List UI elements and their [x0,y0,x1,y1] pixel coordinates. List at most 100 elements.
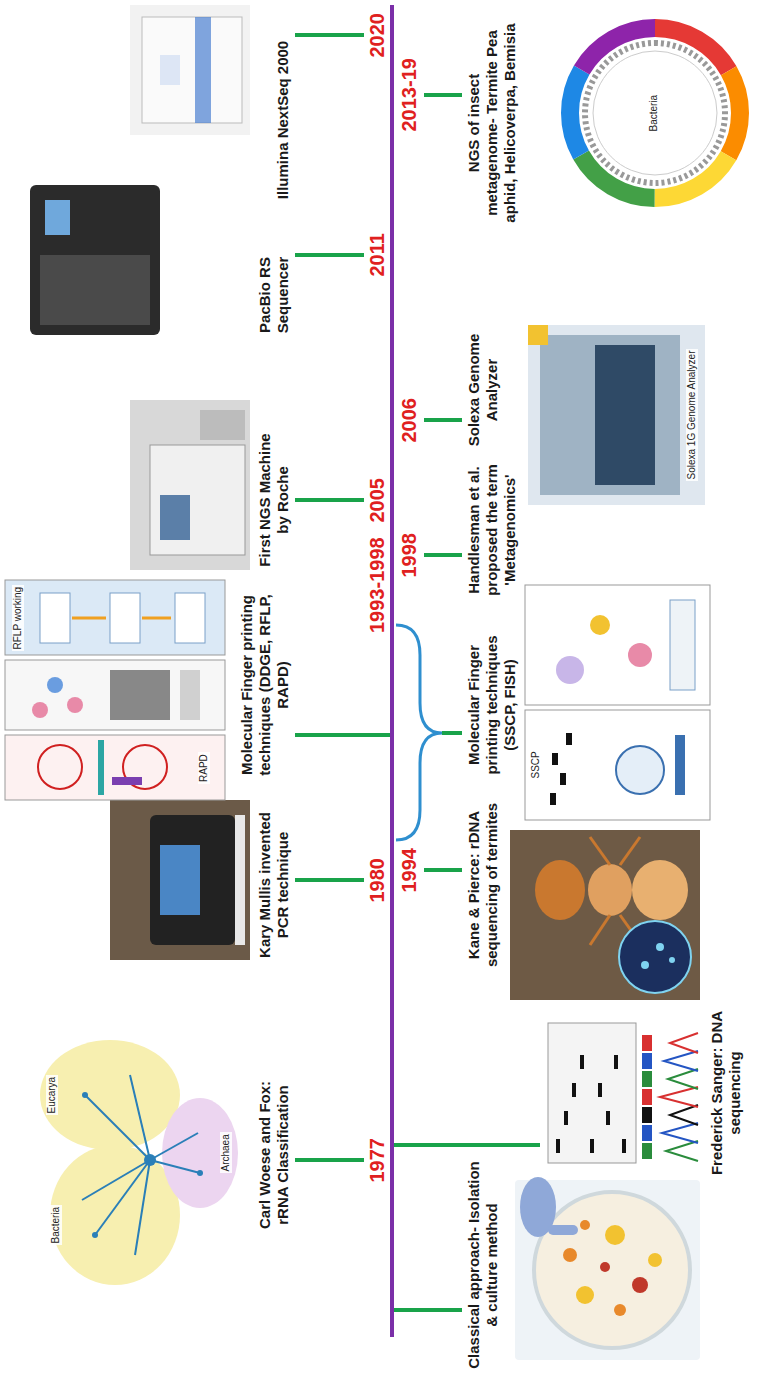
event-label: PacBio RS Sequencer [256,240,292,350]
fingerprinting-collage [670,600,695,690]
tree-of-life [82,1075,200,1255]
sequencing-gel [572,1083,576,1097]
timeline-tick [295,878,364,882]
pcr-machine-photo [110,800,250,960]
event-label: Illumina NextSeq 2000 [274,30,292,210]
petri-dish-photo [515,1177,700,1360]
termite-photo [632,860,688,920]
timeline-axis [392,5,393,1337]
event-label: NGS of insect metagenome- Termite Pea ap… [465,23,519,223]
sequencing-gel [598,1083,602,1097]
fingerprinting-collage [525,585,710,705]
illumina-machine-photo [142,17,242,123]
termite-photo [535,860,585,920]
year-label: 1998 [397,533,421,578]
timeline-tick [295,733,390,737]
termite-photo [641,961,649,969]
solexa-machine-photo [528,325,548,345]
figure-label: RAPD [198,752,210,784]
petri-dish-photo [614,1304,626,1316]
tree-of-life [50,1145,180,1285]
illumina-machine-photo [130,5,250,135]
year-label: 1977 [365,1138,389,1183]
sequencing-gel [670,1105,698,1125]
tree-of-life [40,1040,180,1150]
petri-dish-photo [563,1248,577,1262]
tree-of-life [150,1160,200,1173]
event-label: Frederick Sanger: DNA sequencing [708,1011,744,1176]
circular-plot [585,43,725,183]
timeline-tick [424,418,462,422]
year-label: 2005 [365,478,389,523]
tree-of-life [135,1160,150,1255]
tree-of-life [162,1098,238,1208]
fingerprinting-collage [566,733,572,745]
tree-of-life [150,1133,198,1160]
event-label: First NGS Machine by Roche [256,425,292,575]
period-brace [396,625,442,840]
timeline-tick [394,1143,540,1147]
pcr-machine-photo [160,845,200,915]
figure-label: Bacteria [50,1205,62,1246]
timeline-tick [295,498,364,502]
fingerprinting-collage [5,580,225,800]
sequencing-gel [590,1139,594,1153]
year-label: 2006 [397,398,421,443]
circular-plot [570,28,740,198]
roche-machine-photo [200,410,245,440]
sequencing-gel [642,1143,652,1159]
tree-of-life [40,1040,238,1285]
sequencing-gel [548,1023,636,1163]
fingerprinting-collage [5,735,225,800]
termite-photo [510,830,700,1000]
figure-label: SSCP [530,749,542,780]
timeline-tick [394,1308,462,1312]
petri-dish-photo [576,1286,594,1304]
fingerprinting-collage [40,593,70,643]
pacbio-machine-photo [40,255,150,325]
timeline-tick [295,33,364,37]
roche-machine-photo [150,445,245,555]
sequencing-gel [642,1053,652,1069]
fingerprinting-collage [112,777,142,785]
petri-dish-photo [580,1220,590,1230]
pcr-machine-photo [150,815,235,945]
fingerprinting-collage [552,753,558,765]
tree-of-life [197,1170,203,1176]
event-label: Carl Woese and Fox: rRNA Classification [256,1070,292,1240]
sequencing-gel [670,1033,698,1053]
period-brace [396,625,442,840]
fingerprinting-collage [47,677,63,693]
sequencing-gel [614,1055,618,1069]
solexa-machine-photo [528,325,705,505]
sequencing-gel [606,1111,610,1125]
termite-photo [669,957,675,963]
timeline-tick [295,35,540,1310]
solexa-machine-photo [528,325,705,505]
fingerprinting-collage [525,710,710,820]
sequencing-gel [556,1139,560,1153]
fingerprinting-collage [556,656,584,684]
tree-of-life [144,1154,156,1166]
sequencing-gel [622,1139,626,1153]
petri-dish-photo [600,1262,610,1272]
fingerprinting-collage [67,697,83,713]
sequencing-gel [642,1035,652,1051]
fingerprinting-collage [550,793,556,805]
sequencing-gel [642,1107,652,1123]
tree-of-life [95,1160,150,1235]
termite-photo [590,837,610,865]
sequencing-gel [668,1069,698,1089]
sequencing-gel [664,1051,698,1071]
timeline-tick [424,93,462,97]
tree-of-life [130,1075,150,1160]
event-label: Kane & Pierce: rDNA sequencing of termit… [465,800,501,970]
petri-dish-photo [534,1192,690,1348]
roche-machine-photo [130,400,250,570]
petri-dish-photo [605,1225,625,1245]
event-label: Solexa Genome Analyzer [465,330,501,450]
circular-plot [570,28,740,198]
event-label: Kary Mullis invented PCR technique [256,797,292,973]
circular-plot [593,51,717,175]
fingerprinting-collage [175,593,205,643]
